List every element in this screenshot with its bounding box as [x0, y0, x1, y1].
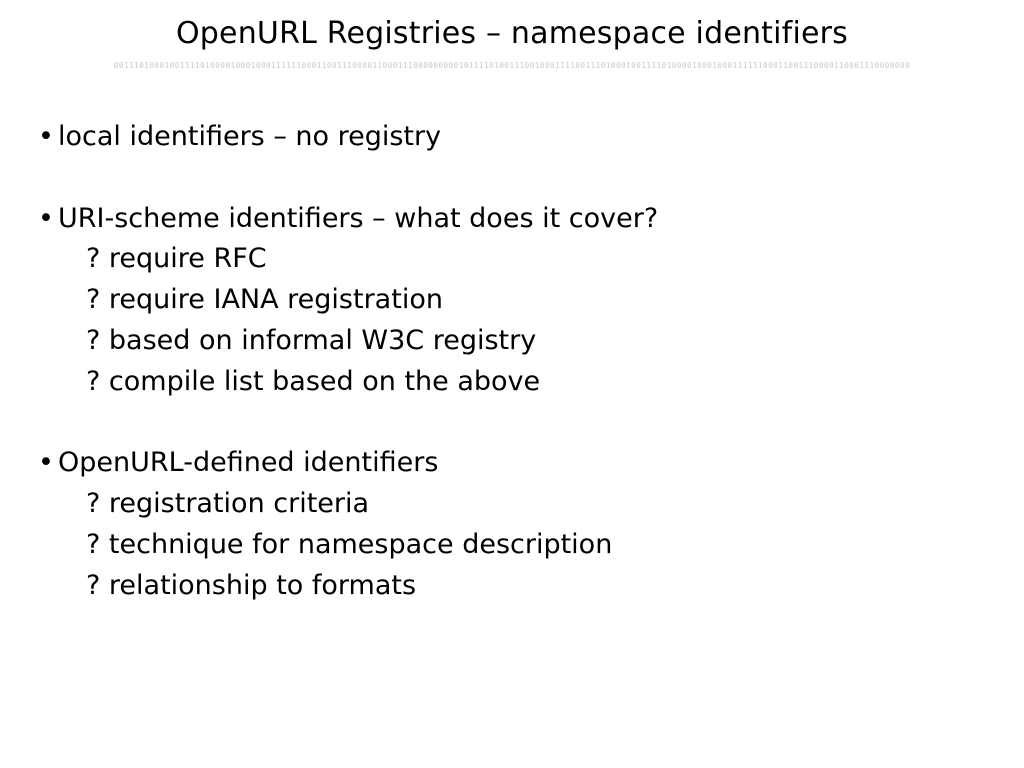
sub-item: ? compile list based on the above: [86, 365, 541, 397]
bullet-local-identifiers: •local identifiers – no registry: [38, 117, 998, 158]
bullet-openurl-defined-identifiers: •OpenURL-defined identifiers: [38, 443, 998, 484]
sub-item: ? require IANA registration: [86, 284, 443, 316]
bullet-text: URI-scheme identifiers – what does it co…: [58, 202, 659, 234]
bullet-uri-scheme-identifiers: •URI-scheme identifiers – what does it c…: [38, 199, 998, 240]
sub-item: ? registration criteria: [86, 488, 370, 520]
bullet-text: local identifiers – no registry: [58, 121, 442, 152]
bullet-marker: •: [38, 202, 54, 234]
sub-item: ? based on informal W3C registry: [86, 324, 537, 356]
bullet-text: OpenURL-defined identifiers: [58, 447, 439, 479]
sub-item: ? require RFC: [86, 243, 267, 275]
bullet-marker: •: [38, 447, 54, 479]
bullet-marker: •: [38, 121, 54, 152]
slide-title: OpenURL Registries – namespace identifie…: [175, 16, 849, 51]
slide-body: •local identifiers – no registry •URI-sc…: [38, 117, 998, 607]
binary-decoration: 0011101000100111101000010001000111111000…: [113, 61, 911, 70]
spacer: [38, 158, 998, 199]
spacer: [38, 403, 998, 444]
sub-item: ? relationship to formats: [86, 569, 417, 601]
sub-item: ? technique for namespace description: [86, 528, 613, 560]
